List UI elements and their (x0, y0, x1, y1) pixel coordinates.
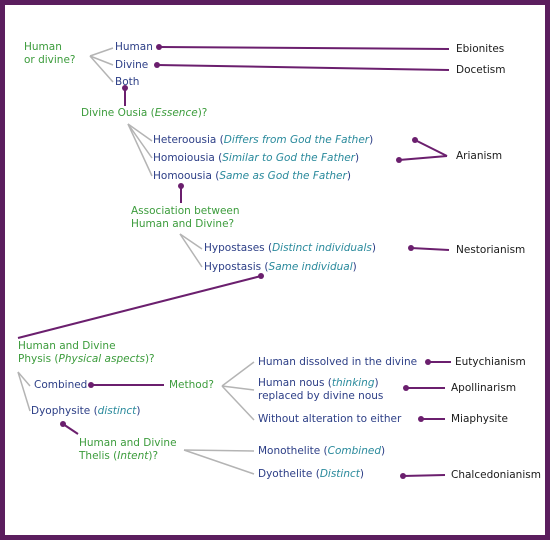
q5-label-line2: Thelis (Intent)? (79, 450, 159, 462)
q4-label-line1: Human and Divine (18, 340, 116, 352)
q2-gloss: Essence (154, 107, 198, 119)
q5-gloss: Intent (117, 450, 149, 462)
connector-dot (122, 85, 128, 91)
q3-label-line2: Human and Divine? (131, 218, 235, 230)
branch-line (89, 55, 114, 66)
connector-dot (60, 421, 66, 427)
option-divine: Divine (115, 59, 149, 71)
connector-dot (403, 385, 409, 391)
option-combined: Combined (34, 379, 88, 391)
q5-label-line1: Human and Divine (79, 437, 177, 449)
option-dyophysite: Dyophysite (distinct) (31, 405, 141, 417)
method-without: Without alteration to either (258, 413, 402, 425)
connector-nestorianism (410, 247, 450, 251)
branch-lines (17, 47, 255, 475)
option-human: Human (115, 41, 153, 53)
connector-dot (396, 157, 402, 163)
method-label: Method? (169, 379, 214, 391)
option-dyothelite: Dyothelite (Distinct) (258, 468, 364, 480)
q4-label-line2: Physis (Physical aspects)? (18, 353, 155, 365)
option-both: Both (115, 76, 140, 88)
branch-line (221, 385, 255, 421)
q4-gloss: Physical aspects (58, 353, 145, 365)
method-nous-line2: replaced by divine nous (258, 390, 384, 402)
branch-line (89, 47, 114, 57)
option-hypostases: Hypostases (Distinct individuals) (204, 242, 376, 254)
branch-line (127, 123, 153, 142)
branch-line (127, 123, 153, 159)
connector-dot (400, 473, 406, 479)
option-homoiousia: Homoiousia (Similar to God the Father) (153, 152, 360, 164)
branch-line (179, 233, 203, 250)
heresy-apollinarism: Apollinarism (451, 382, 517, 394)
connector-chalcedonianism (402, 474, 446, 477)
branch-line (127, 123, 153, 177)
connector-arianism-b (398, 155, 448, 161)
branch-line (221, 385, 255, 391)
option-monothelite: Monothelite (Combined) (258, 445, 386, 457)
branch-line (183, 449, 255, 475)
heresy-ebionites: Ebionites (456, 43, 505, 55)
branch-line (179, 233, 203, 268)
connector-dot (425, 359, 431, 365)
option-hypostasis: Hypostasis (Same individual) (204, 261, 357, 273)
connector-dot (408, 245, 414, 251)
heresy-eutychianism: Eutychianism (455, 356, 526, 368)
heresy-docetism: Docetism (456, 64, 506, 76)
connector-hypostasis (17, 275, 262, 339)
q2-label: Divine Ousia (Essence)? (81, 107, 208, 119)
connector-docetism (156, 64, 450, 71)
connector-dot (418, 416, 424, 422)
q1-label-line1: Human (24, 41, 62, 53)
method-nous-line1: Human nous (thinking) (258, 377, 379, 389)
heresy-miaphysite: Miaphysite (451, 413, 508, 425)
connector-ebionites (158, 46, 450, 50)
q3-label-line1: Association between (131, 205, 240, 217)
branch-line (17, 371, 31, 412)
connector-dot (412, 137, 418, 143)
option-homoousia: Homoousia (Same as God the Father) (153, 170, 351, 182)
branch-line (183, 449, 255, 452)
branch-line (221, 361, 255, 387)
q1-label-line2: or divine? (24, 54, 76, 66)
connector-dot (258, 273, 264, 279)
heresy-nestorianism: Nestorianism (456, 244, 526, 256)
connector-arianism-a (414, 139, 448, 157)
connector-dot (178, 183, 184, 189)
connector-dots (60, 44, 431, 479)
connector-dot (88, 382, 94, 388)
branch-line (89, 55, 114, 83)
heresy-arianism: Arianism (456, 150, 503, 162)
branch-line (17, 371, 31, 387)
method-dissolved: Human dissolved in the divine (258, 356, 418, 368)
connector-dot (154, 62, 160, 68)
option-heteroousia: Heteroousia (Differs from God the Father… (153, 134, 374, 146)
heresy-chalcedonianism: Chalcedonianism (451, 469, 541, 481)
connector-dyophysite (62, 423, 79, 435)
connector-dot (156, 44, 162, 50)
